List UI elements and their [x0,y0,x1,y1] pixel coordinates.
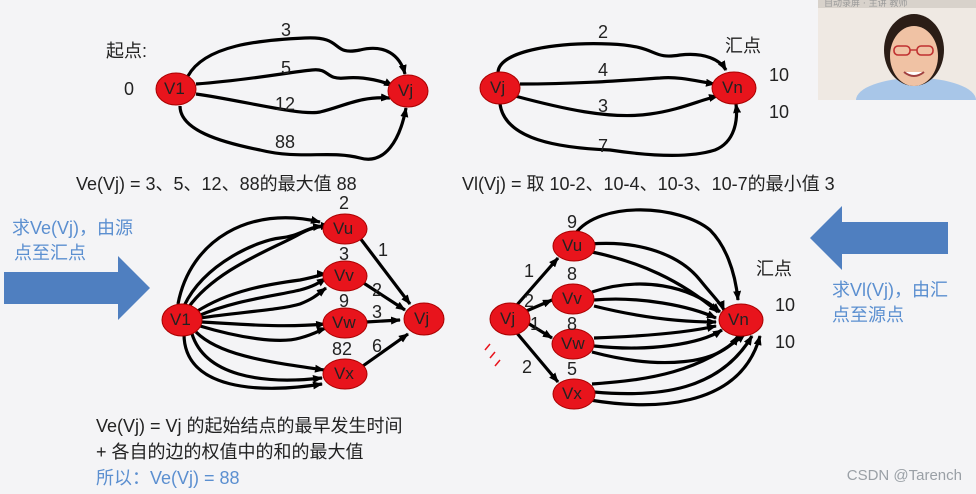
arrow-text-vl-1: 求Vl(Vj)，由汇 [832,280,948,300]
edge-vj-vn-4 [519,76,716,87]
weight-top-left-0: 3 [281,20,292,40]
sink-value-bottom-0: 10 [775,295,796,315]
node-v1-top [155,72,197,106]
top-left-diagram [178,36,409,161]
start-value: 0 [124,79,135,99]
edge-vv-vj [361,280,406,312]
watermark: CSDN @Tarench [846,467,962,484]
edge-v1-vj-12 [195,92,391,115]
webcam-caption: 自动录屏 · 主讲 教师 [818,0,976,8]
node-label-vj-top-left: Vj [398,81,414,100]
sink-value-bottom-1: 10 [775,332,796,352]
edge-weight-br-1: 2 [524,291,535,311]
node-label-vx-bottom-right: Vx [562,384,582,403]
path-weight-bl-2: 9 [339,291,350,311]
node-label-vu-bottom-left: Vu [333,219,354,238]
node-vw-bottom-left [322,307,368,339]
path-weight-br-3: 5 [567,359,578,379]
edge-vj-vn-2 [496,42,728,73]
arrow-text-ve-1: 求Ve(Vj)，由源 [12,218,134,238]
edge-weight-bl-2: 3 [372,302,383,322]
node-vj-bottom-right [489,302,531,336]
weight-top-right-3: 7 [598,136,609,156]
formula-vl: Vl(Vj) = 取 10-2、10-4、10-3、10-7的最小值 3 [462,174,835,194]
formula-ve: Ve(Vj) = 3、5、12、88的最大值 88 [76,174,357,194]
edge-weight-bl-3: 6 [372,336,383,356]
bottom-right-diagram [484,208,762,407]
weight-top-left-2: 12 [275,94,296,114]
node-vv-bottom-right [551,283,595,315]
node-vj-top-left [387,74,429,108]
edge-v1-vj-3 [186,36,407,77]
node-vn-top [711,71,757,105]
bottom-left-diagram [176,215,412,390]
blue-arrow-left [810,206,948,270]
node-label-vw-bottom-left: Vw [332,313,356,332]
weight-top-left-1: 5 [281,58,292,78]
arrow-text-vl-2: 点至源点 [832,305,904,325]
node-vx-bottom-right [552,378,596,410]
node-label-vw-bottom-right: Vw [561,334,585,353]
weight-top-right-1: 4 [598,60,609,80]
path-weight-bl-1: 3 [339,244,350,264]
node-label-vn-top: Vn [722,78,743,97]
node-label-vj-bottom-left: Vj [414,309,430,328]
node-vu-bottom-left [322,213,368,245]
sink-value-top-1: 10 [769,102,790,122]
path-weight-br-2: 8 [567,314,578,334]
path-weight-br-1: 8 [567,264,578,284]
edge-vw-vj [365,316,401,325]
label-sink-bottom: 汇点 [756,259,792,279]
node-label-vv-bottom-right: Vv [562,289,582,308]
node-label-vv-bottom-left: Vv [334,266,354,285]
node-vj-bottom-left [403,302,445,336]
presenter-video [818,8,976,100]
node-vv-bottom-left [322,260,368,292]
webcam-overlay: 自动录屏 · 主讲 教师 [818,0,976,100]
edge-weight-bl-1: 2 [372,280,383,300]
node-vn-bottom-right [718,303,764,337]
edge-weight-bl-0: 1 [378,240,389,260]
blue-arrow-right [4,256,150,320]
explain-line-2: + 各自的边的权值中的和的最大值 [96,442,364,462]
edge-v1-vj-5 [195,68,394,88]
weight-top-right-0: 2 [598,22,609,42]
arrow-text-ve-2: 点至汇点 [14,243,86,263]
node-vw-bottom-right [551,328,595,360]
result-line: 所以：Ve(Vj) = 88 [96,468,240,488]
node-label-v1-bottom: V1 [170,310,191,329]
path-weight-br-0: 9 [567,212,578,232]
weight-top-left-3: 88 [275,132,296,152]
node-label-vj-top-right: Vj [490,78,506,97]
edge-weight-br-0: 1 [524,261,535,281]
node-vu-bottom-right [552,230,596,262]
edge-weight-br-3: 2 [522,357,533,377]
label-sink-top: 汇点 [725,36,761,56]
node-label-vu-bottom-right: Vu [562,236,583,255]
node-vx-bottom-left [322,358,368,390]
edge-v1-vj-88 [178,105,409,161]
node-label-vn-bottom-right: Vn [728,310,749,329]
path-weight-bl-0: 2 [339,193,350,213]
edge-vx-vj [359,332,409,370]
node-vj-top-right [479,71,521,105]
edge-vu-vj [358,237,412,305]
edge-vj-vn-3 [514,94,719,118]
top-right-diagram [496,42,742,157]
sink-value-top-0: 10 [769,65,790,85]
path-weight-bl-3: 82 [332,339,353,359]
label-start: 起点: [106,41,148,61]
node-v1-bottom [161,303,203,337]
explain-line-1: Ve(Vj) = Vj 的起始结点的最早发生时间 [96,416,403,436]
node-label-vj-bottom-right: Vj [500,309,516,328]
node-label-v1-top: V1 [164,79,185,98]
edge-weight-br-2: 1 [530,314,541,334]
edge-vj-vn-7 [498,103,742,157]
weight-top-right-2: 3 [598,96,609,116]
node-label-vx-bottom-left: Vx [334,364,354,383]
